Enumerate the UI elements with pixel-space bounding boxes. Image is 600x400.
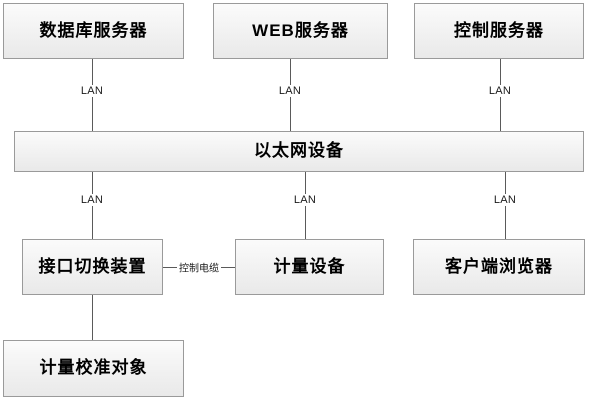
node-interface-switch[interactable]: 接口切换装置 bbox=[22, 239, 163, 295]
edge-label-ethernet-to-interface: LAN bbox=[78, 194, 106, 206]
node-database-server-label: 数据库服务器 bbox=[39, 20, 148, 40]
edge-label-ethernet-to-metering: LAN bbox=[291, 194, 319, 206]
edge-label-ethernet-to-client: LAN bbox=[491, 194, 519, 206]
node-ethernet-device[interactable]: 以太网设备 bbox=[14, 131, 584, 172]
node-web-server-label: WEB服务器 bbox=[252, 20, 349, 40]
node-control-server-label: 控制服务器 bbox=[454, 20, 544, 40]
node-calibration-object[interactable]: 计量校准对象 bbox=[3, 340, 184, 397]
edge-label-web-to-ethernet: LAN bbox=[276, 85, 304, 97]
node-interface-switch-label: 接口切换装置 bbox=[38, 256, 147, 276]
edge-label-control-to-ethernet: LAN bbox=[486, 85, 514, 97]
node-client-browser-label: 客户端浏览器 bbox=[445, 256, 553, 276]
edge-label-interface-to-metering: 控制电缆 bbox=[177, 259, 221, 275]
node-metering-device-label: 计量设备 bbox=[273, 256, 346, 276]
node-web-server[interactable]: WEB服务器 bbox=[213, 3, 388, 59]
node-client-browser[interactable]: 客户端浏览器 bbox=[413, 239, 585, 295]
node-database-server[interactable]: 数据库服务器 bbox=[3, 3, 184, 59]
connector-interface-to-calibration bbox=[92, 295, 93, 340]
node-ethernet-device-label: 以太网设备 bbox=[254, 141, 344, 161]
node-control-server[interactable]: 控制服务器 bbox=[414, 3, 584, 59]
node-calibration-object-label: 计量校准对象 bbox=[39, 358, 148, 378]
edge-label-database-to-ethernet: LAN bbox=[78, 85, 106, 97]
node-metering-device[interactable]: 计量设备 bbox=[235, 239, 384, 295]
